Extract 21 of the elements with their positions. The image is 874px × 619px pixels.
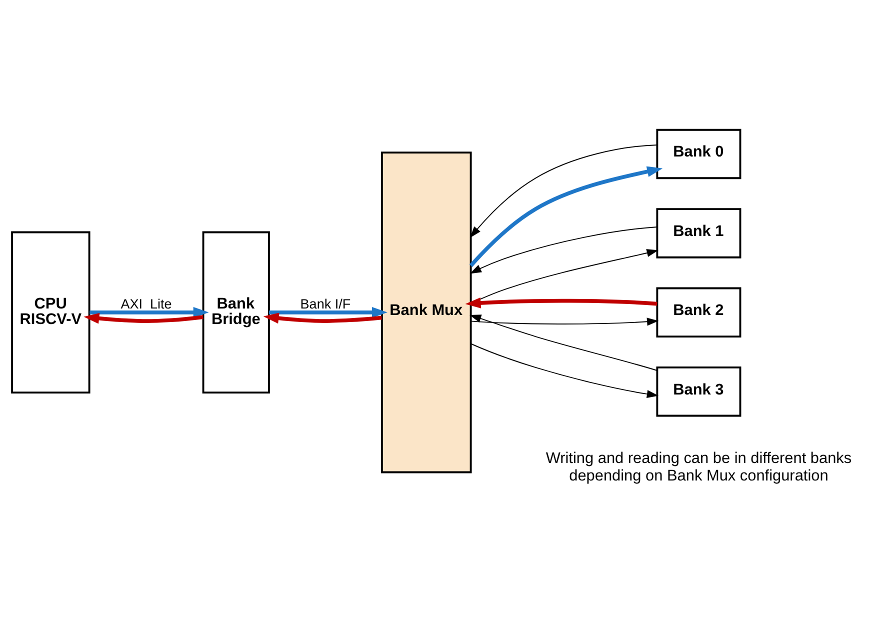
node-box: CPU RISCV-V: [11, 231, 90, 394]
node-box: Bank 0: [656, 128, 742, 180]
arrow: [470, 343, 659, 398]
arrow: [84, 313, 204, 324]
node-box: Bank 2: [656, 287, 742, 338]
node-box: Bank 1: [656, 208, 742, 258]
arrow: [90, 306, 209, 318]
label: Writing and reading can be in different banks depending on Bank Mux configuration: [546, 450, 852, 484]
arrow: [263, 312, 382, 324]
node-box: Bank 3: [656, 366, 742, 417]
arrow: [470, 314, 658, 371]
edge-label: Bank I/F: [300, 296, 351, 312]
arrow: [465, 298, 658, 308]
arrow: [470, 318, 659, 326]
arrow: [269, 306, 388, 318]
edge-label: AXI Lite: [120, 296, 172, 312]
arrow: [469, 166, 663, 267]
node-box: Bank Mux: [380, 152, 472, 474]
arrow: [470, 144, 658, 238]
node-box: Bank Bridge: [202, 231, 270, 394]
arrow: [470, 226, 658, 274]
